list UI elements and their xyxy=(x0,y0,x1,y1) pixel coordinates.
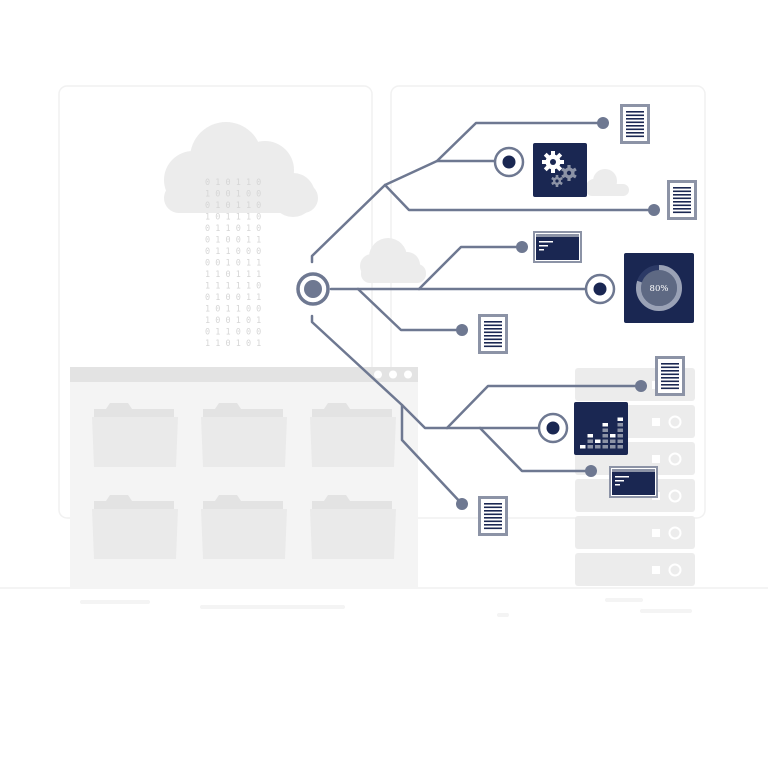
document-icon xyxy=(478,496,508,536)
small-cloud-icon xyxy=(586,169,629,196)
folder-icon xyxy=(92,495,178,559)
bar-cell xyxy=(587,434,593,438)
endpoint-dots xyxy=(456,117,660,510)
terminal-icon xyxy=(533,231,582,263)
window-titlebar xyxy=(70,367,418,382)
bar-chart-icon xyxy=(574,402,628,455)
binary-row: 1 1 0 1 0 1 xyxy=(205,339,261,349)
folder-icon xyxy=(92,403,178,467)
bar-cell xyxy=(610,434,616,438)
document-icon xyxy=(667,180,697,220)
document-icon xyxy=(655,356,685,396)
connection-lines xyxy=(310,121,656,506)
bar-cell xyxy=(617,445,623,449)
binary-row: 1 0 0 1 0 1 xyxy=(205,316,261,326)
progress-label: 80% xyxy=(650,284,669,294)
binary-row: 0 1 0 1 1 0 xyxy=(205,178,261,188)
binary-row: 1 0 0 1 0 0 xyxy=(205,190,261,200)
binary-row: 0 1 0 0 1 1 xyxy=(205,293,261,303)
bar-cell xyxy=(580,445,586,449)
gears-icon xyxy=(533,143,587,197)
ring-node-icon xyxy=(584,273,616,305)
ground-shadows xyxy=(80,598,692,617)
binary-row: 1 0 1 1 1 0 xyxy=(205,213,261,223)
bar-cell xyxy=(602,428,608,432)
terminal-icon xyxy=(609,466,658,498)
bar-cell xyxy=(602,423,608,427)
small-cloud-icon xyxy=(360,238,426,283)
binary-row: 0 0 1 0 1 1 xyxy=(205,259,261,269)
bar-cell xyxy=(602,434,608,438)
bar-cell xyxy=(617,417,623,421)
window-control-icon xyxy=(389,370,397,379)
server-unit xyxy=(575,553,695,586)
cloud-icon xyxy=(164,122,318,217)
binary-row: 0 1 1 0 0 0 xyxy=(205,328,261,338)
ring-node-icon xyxy=(537,412,569,444)
endpoint-dot xyxy=(597,117,609,129)
bar-cell xyxy=(602,439,608,443)
folder-icon xyxy=(201,495,287,559)
window-control-icon xyxy=(404,370,412,379)
connector-line xyxy=(356,287,464,332)
connector-line xyxy=(445,384,643,430)
bar-cell xyxy=(610,445,616,449)
bar-cell xyxy=(617,434,623,438)
bar-cell xyxy=(587,439,593,443)
connector-line xyxy=(400,403,464,506)
document-icon xyxy=(620,104,650,144)
folder-icon xyxy=(310,403,396,467)
binary-row: 0 1 1 0 1 0 xyxy=(205,224,261,234)
binary-row: 0 1 0 1 1 0 xyxy=(205,201,261,211)
endpoint-dot xyxy=(456,324,468,336)
binary-row: 0 1 1 0 0 0 xyxy=(205,247,261,257)
binary-data-stream: 0 1 0 1 1 01 0 0 1 0 00 1 0 1 1 01 0 1 1… xyxy=(205,178,261,349)
binary-row: 0 1 0 0 1 1 xyxy=(205,236,261,246)
server-unit xyxy=(575,516,695,549)
folder-icon xyxy=(201,403,287,467)
endpoint-dot xyxy=(648,204,660,216)
progress-ring-icon: 80% xyxy=(624,253,694,323)
connector-line xyxy=(478,426,593,473)
window-control-icon xyxy=(374,370,382,379)
endpoint-dot xyxy=(585,465,597,477)
connector-line xyxy=(435,121,605,163)
connector-line xyxy=(383,183,656,212)
bar-cell xyxy=(617,423,623,427)
bar-cell xyxy=(587,445,593,449)
bar-cell xyxy=(595,439,601,443)
folder-icon xyxy=(310,495,396,559)
progress-arc xyxy=(636,265,682,311)
binary-row: 1 1 0 1 1 1 xyxy=(205,270,261,280)
connector-line xyxy=(417,245,524,291)
bar-cell xyxy=(617,428,623,432)
bar-cell xyxy=(595,445,601,449)
binary-row: 1 1 1 1 1 0 xyxy=(205,282,261,292)
binary-row: 1 0 1 1 0 0 xyxy=(205,305,261,315)
bar-cell xyxy=(617,439,623,443)
bar-cell xyxy=(610,439,616,443)
endpoint-dot xyxy=(456,498,468,510)
ring-node-icon xyxy=(493,146,525,178)
hub-node-icon xyxy=(296,272,330,306)
document-icon xyxy=(478,314,508,354)
bar-cell xyxy=(602,445,608,449)
endpoint-dot xyxy=(635,380,647,392)
endpoint-dot xyxy=(516,241,528,253)
